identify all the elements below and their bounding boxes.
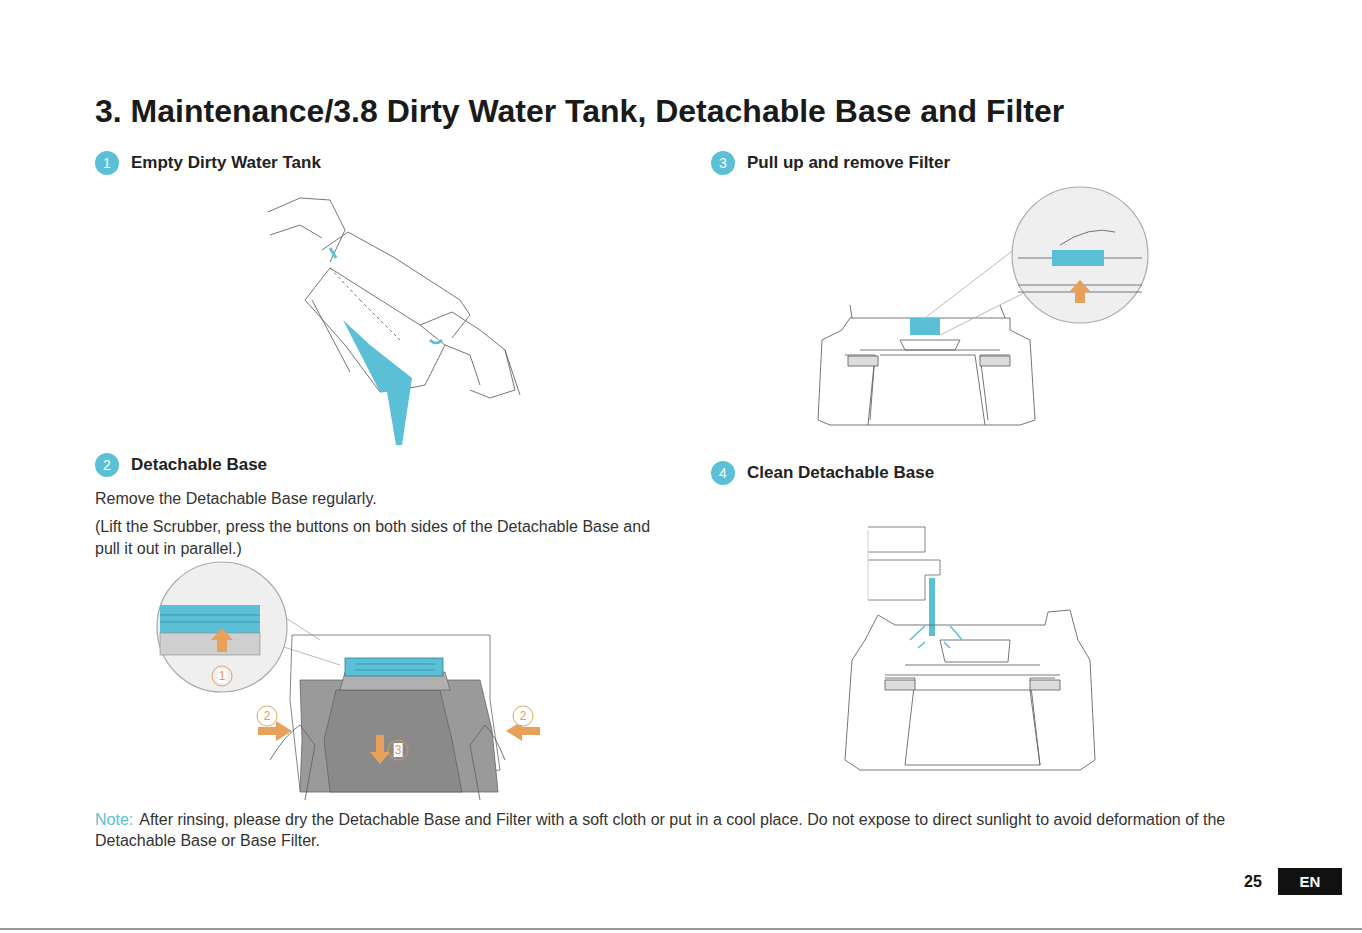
step-number: 3 (711, 151, 735, 175)
filter-illustration (818, 305, 1035, 425)
body-text: (Lift the Scrubber, press the buttons on… (95, 516, 655, 560)
water-drop (430, 340, 442, 343)
page-rule (0, 928, 1362, 929)
page-number: 25 (1244, 871, 1262, 893)
step-heading: 1 Empty Dirty Water Tank (95, 151, 321, 175)
filter (910, 318, 940, 335)
water-splash (910, 626, 962, 648)
step-number: 4 (711, 461, 735, 485)
note-label: Note: (95, 811, 133, 828)
step-heading: 4 Clean Detachable Base (711, 461, 934, 485)
water-stream (385, 378, 412, 445)
zoom-leader (940, 290, 1030, 335)
callout-number: 3 (394, 743, 403, 757)
callout-number: 1 (218, 669, 227, 683)
callout-number: 2 (263, 709, 272, 723)
step-heading: 2 Detachable Base (95, 453, 267, 477)
step-title: Clean Detachable Base (747, 463, 934, 483)
step-number: 1 (95, 151, 119, 175)
filter-zoom (1012, 187, 1148, 323)
base-illustration (845, 610, 1095, 770)
step-heading: 3 Pull up and remove Filter (711, 151, 950, 175)
water-stream (929, 578, 935, 636)
body-text: Remove the Detachable Base regularly. (95, 488, 377, 510)
base-removal-illustration (157, 562, 540, 800)
language-code: EN (1300, 873, 1321, 890)
note: Note:After rinsing, please dry the Detac… (95, 809, 1270, 851)
step-title: Detachable Base (131, 455, 267, 475)
step-title: Empty Dirty Water Tank (131, 153, 321, 173)
page-title: 3. Maintenance/3.8 Dirty Water Tank, Det… (95, 93, 1064, 130)
water-drop (330, 248, 336, 258)
callout-number: 2 (519, 709, 528, 723)
note-text: After rinsing, please dry the Detachable… (95, 811, 1225, 849)
language-badge: EN (1278, 868, 1342, 895)
zoom-leader (925, 245, 1020, 318)
tank-illustration (268, 198, 520, 398)
step-number: 2 (95, 453, 119, 477)
step-title: Pull up and remove Filter (747, 153, 950, 173)
